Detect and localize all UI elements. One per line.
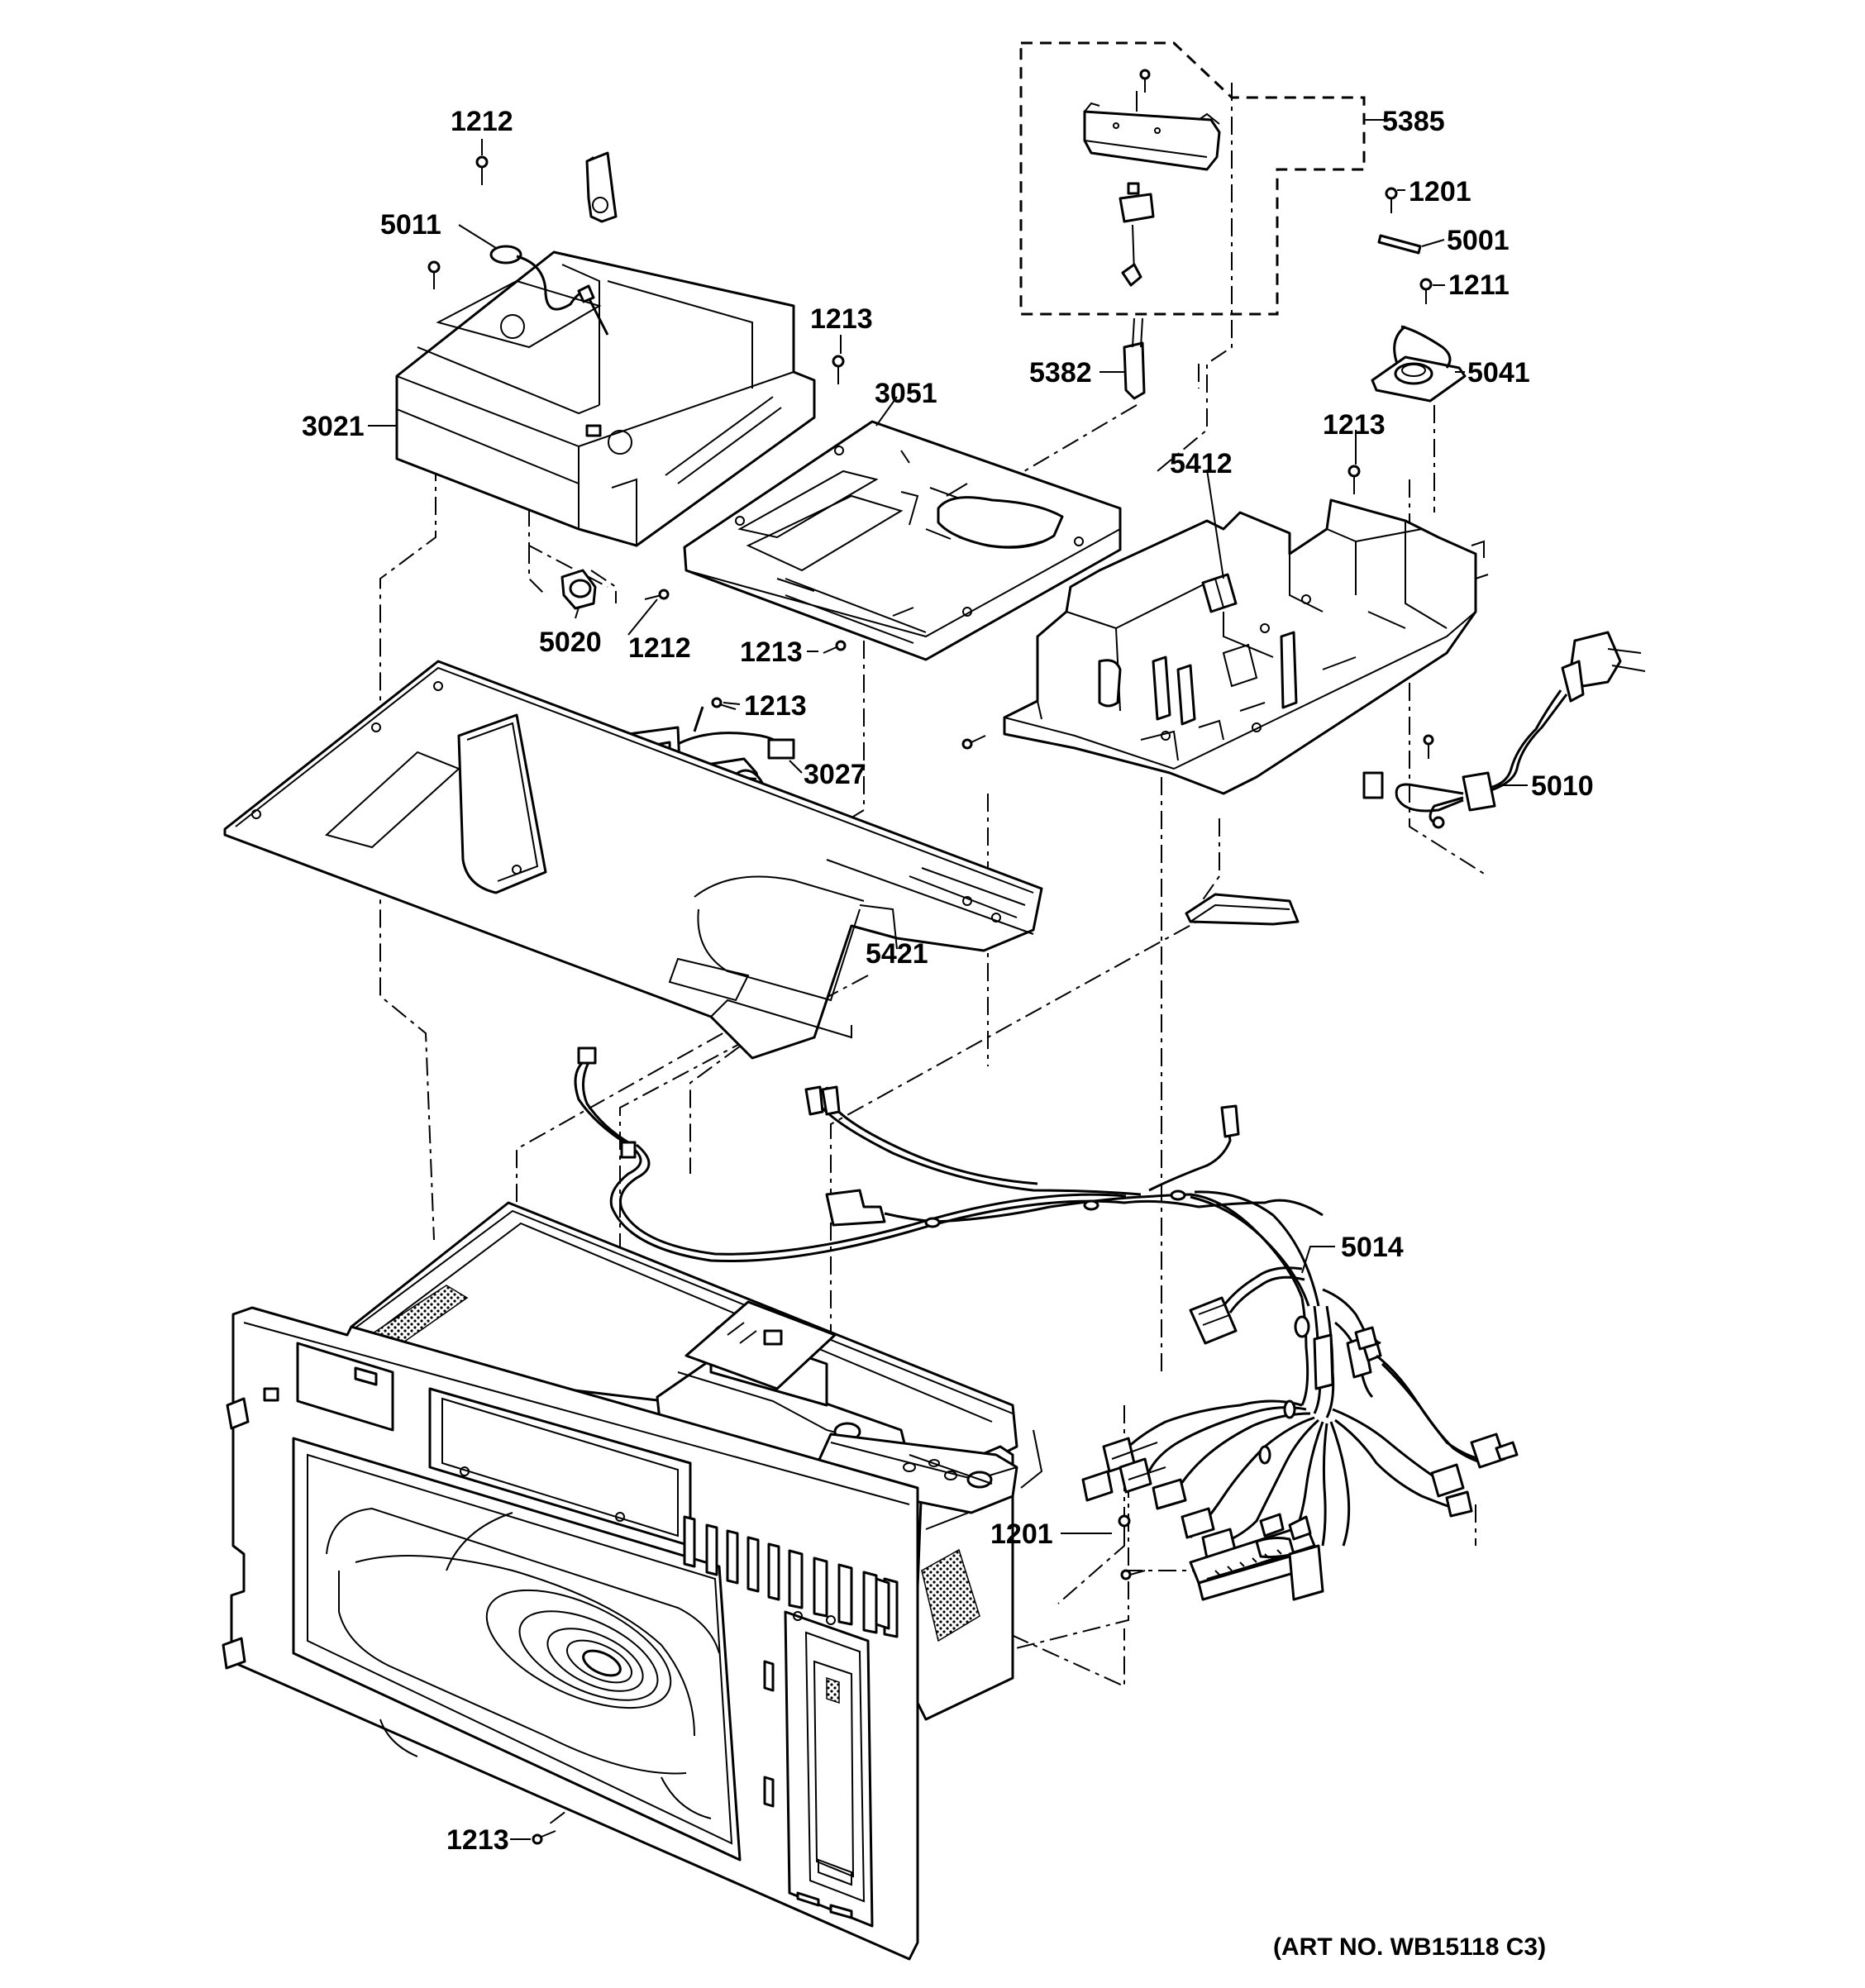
part-5020-thermostat[interactable] <box>528 546 617 610</box>
callout-1213[interactable]: 1213 <box>744 690 807 722</box>
callout-labels: 1212 5011 3021 1213 3051 5020 1212 1213 … <box>302 106 1594 1961</box>
screw-1201-top <box>1385 187 1398 213</box>
callout-3051[interactable]: 3051 <box>875 378 937 409</box>
part-3051-cover-plate[interactable] <box>683 420 1122 661</box>
callout-3021[interactable]: 3021 <box>302 411 365 442</box>
screw-frame-left <box>961 735 986 750</box>
callout-1201[interactable]: 1201 <box>990 1518 1053 1550</box>
part-5010-power-cord[interactable] <box>1362 631 1646 829</box>
screw-duct-left <box>427 260 441 289</box>
callout-5010[interactable]: 5010 <box>1531 770 1594 802</box>
part-5412-control-frame[interactable] <box>1003 498 1489 795</box>
small-bracket <box>1185 893 1300 926</box>
screw-1213-right <box>1347 465 1361 494</box>
callout-5412[interactable]: 5412 <box>1170 448 1233 479</box>
part-3021-duct-housing[interactable] <box>395 250 816 547</box>
callout-5421[interactable]: 5421 <box>866 938 928 970</box>
screw-1213-mid <box>823 640 847 654</box>
callout-5020[interactable]: 5020 <box>539 627 602 658</box>
callout-1213[interactable]: 1213 <box>446 1824 509 1856</box>
screw-1211 <box>1419 278 1433 304</box>
kit-5385-box <box>1019 41 1366 316</box>
callout-5001[interactable]: 5001 <box>1447 225 1510 256</box>
callout-5014[interactable]: 5014 <box>1341 1232 1404 1263</box>
part-5041-board[interactable] <box>1371 325 1467 403</box>
callout-1212[interactable]: 1212 <box>451 106 513 137</box>
callout-1213[interactable]: 1213 <box>810 303 873 335</box>
screw-1201-lower <box>1118 1514 1146 1580</box>
callout-1201[interactable]: 1201 <box>1409 176 1471 207</box>
screw-1212-top <box>475 155 489 185</box>
part-5011-sensor[interactable] <box>489 245 609 336</box>
oven-cavity-assembly <box>222 1201 1043 1961</box>
callout-3027[interactable]: 3027 <box>804 759 866 790</box>
callout-1213[interactable]: 1213 <box>740 636 803 668</box>
duct-bracket <box>585 151 618 223</box>
leader-lines <box>368 119 1528 1840</box>
screw-1212-mid <box>644 589 670 600</box>
callout-5382[interactable]: 5382 <box>1029 357 1092 389</box>
screw-1213-top <box>832 355 845 384</box>
callout-1211[interactable]: 1211 <box>1448 269 1510 301</box>
callout-5011[interactable]: 5011 <box>380 209 441 241</box>
part-5001[interactable] <box>1377 234 1422 255</box>
callout-5041[interactable]: 5041 <box>1467 357 1530 389</box>
art-number: (ART NO. WB15118 C3) <box>1273 1933 1546 1961</box>
callout-5385[interactable]: 5385 <box>1382 106 1445 137</box>
screw-1213-bottom <box>532 1830 556 1845</box>
part-5382-door-switch[interactable] <box>1123 317 1146 400</box>
screw-1213-fan <box>711 697 737 710</box>
callout-1212[interactable]: 1212 <box>628 632 691 664</box>
part-5014-wire-harness[interactable] <box>574 1046 1519 1601</box>
part-5385-switch-kit[interactable] <box>1083 69 1221 287</box>
part-5421-mounting-plate[interactable] <box>223 660 1043 1060</box>
callout-1213[interactable]: 1213 <box>1323 409 1386 441</box>
screw-5010 <box>1423 734 1434 759</box>
